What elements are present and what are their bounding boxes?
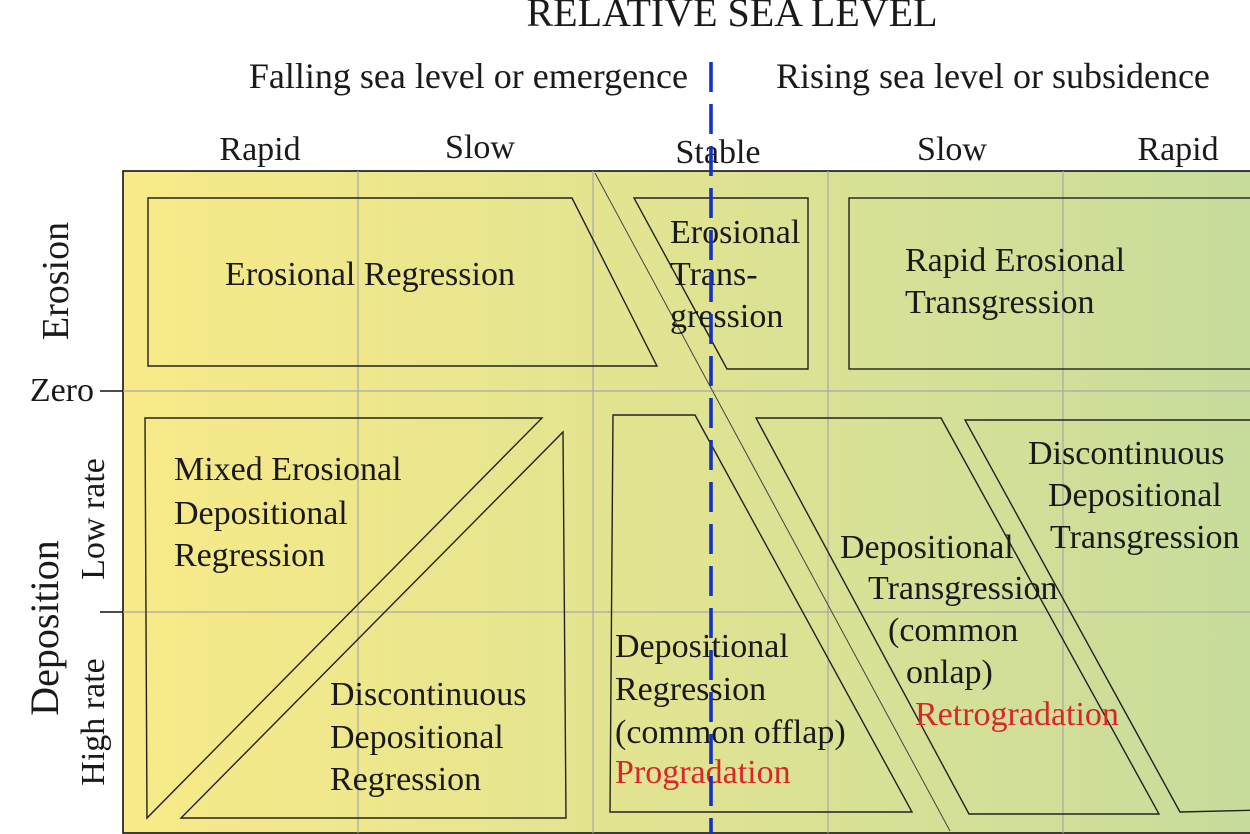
mixed-regression-label: Regression: [174, 537, 325, 574]
depositional-regression-label: Regression: [615, 671, 766, 708]
mixed-regression-label: Depositional: [174, 495, 348, 532]
depositional-regression-label: Depositional: [615, 628, 789, 665]
erosional-transgression-label: gression: [670, 298, 783, 335]
erosional-regression-region: [147, 197, 659, 367]
mixed-regression-label: Mixed Erosional: [174, 451, 402, 488]
high-rate-label: High rate: [75, 658, 112, 785]
depositional-transgression-region: [754, 417, 1161, 815]
depositional-transgression-label: Transgression: [868, 570, 1058, 607]
rapid-erosional-transgression-region: [848, 197, 1250, 370]
column-label-stable: Stable: [676, 134, 761, 171]
erosion-axis-label: Erosion: [35, 222, 77, 340]
discontinuous-regression-label: Regression: [330, 761, 481, 798]
erosional-regression-label: Erosional Regression: [225, 256, 515, 293]
discontinuous-transgression-label: Depositional: [1048, 477, 1222, 514]
mixed-erosional-depositional-regression-region: [144, 417, 544, 820]
depositional-regression-region: [609, 414, 914, 813]
discontinuous-transgression-label: Discontinuous: [1028, 435, 1224, 472]
discontinuous-depositional-transgression-region: [963, 419, 1250, 813]
rapid-erosional-transgression-label: Transgression: [905, 284, 1095, 321]
column-label-rapid-falling: Rapid: [219, 131, 300, 168]
depositional-regression-label: (common offlap): [615, 714, 846, 751]
discontinuous-regression-label: Discontinuous: [330, 676, 526, 713]
falling-sea-level-label: Falling sea level or emergence: [249, 56, 688, 96]
rising-sea-level-label: Rising sea level or subsidence: [776, 56, 1210, 96]
erosional-transgression-label: Erosional: [670, 214, 800, 251]
retrogradation-label: Retrogradation: [915, 696, 1119, 733]
depositional-transgression-label: (common: [888, 612, 1018, 649]
discontinuous-depositional-regression-region: [179, 430, 567, 819]
diagram-panel: [122, 170, 1250, 834]
deposition-axis-label: Deposition: [22, 540, 67, 716]
depositional-transgression-label: Depositional: [840, 529, 1014, 566]
erosional-transgression-region: [632, 197, 809, 370]
column-label-slow-falling: Slow: [445, 129, 515, 166]
column-label-slow-rising: Slow: [917, 131, 987, 168]
diagonal-boundary-line: [594, 172, 951, 832]
column-label-rapid-rising: Rapid: [1137, 131, 1218, 168]
rapid-erosional-transgression-label: Rapid Erosional: [905, 242, 1125, 279]
diagram-title: RELATIVE SEA LEVEL: [526, 0, 937, 35]
low-rate-label: Low rate: [75, 458, 112, 580]
erosional-transgression-label: Trans-: [670, 256, 758, 293]
progradation-label: Progradation: [615, 754, 791, 791]
discontinuous-regression-label: Depositional: [330, 719, 504, 756]
discontinuous-transgression-label: Transgression: [1050, 519, 1240, 556]
depositional-transgression-label: onlap): [906, 654, 993, 691]
zero-label: Zero: [30, 372, 94, 409]
